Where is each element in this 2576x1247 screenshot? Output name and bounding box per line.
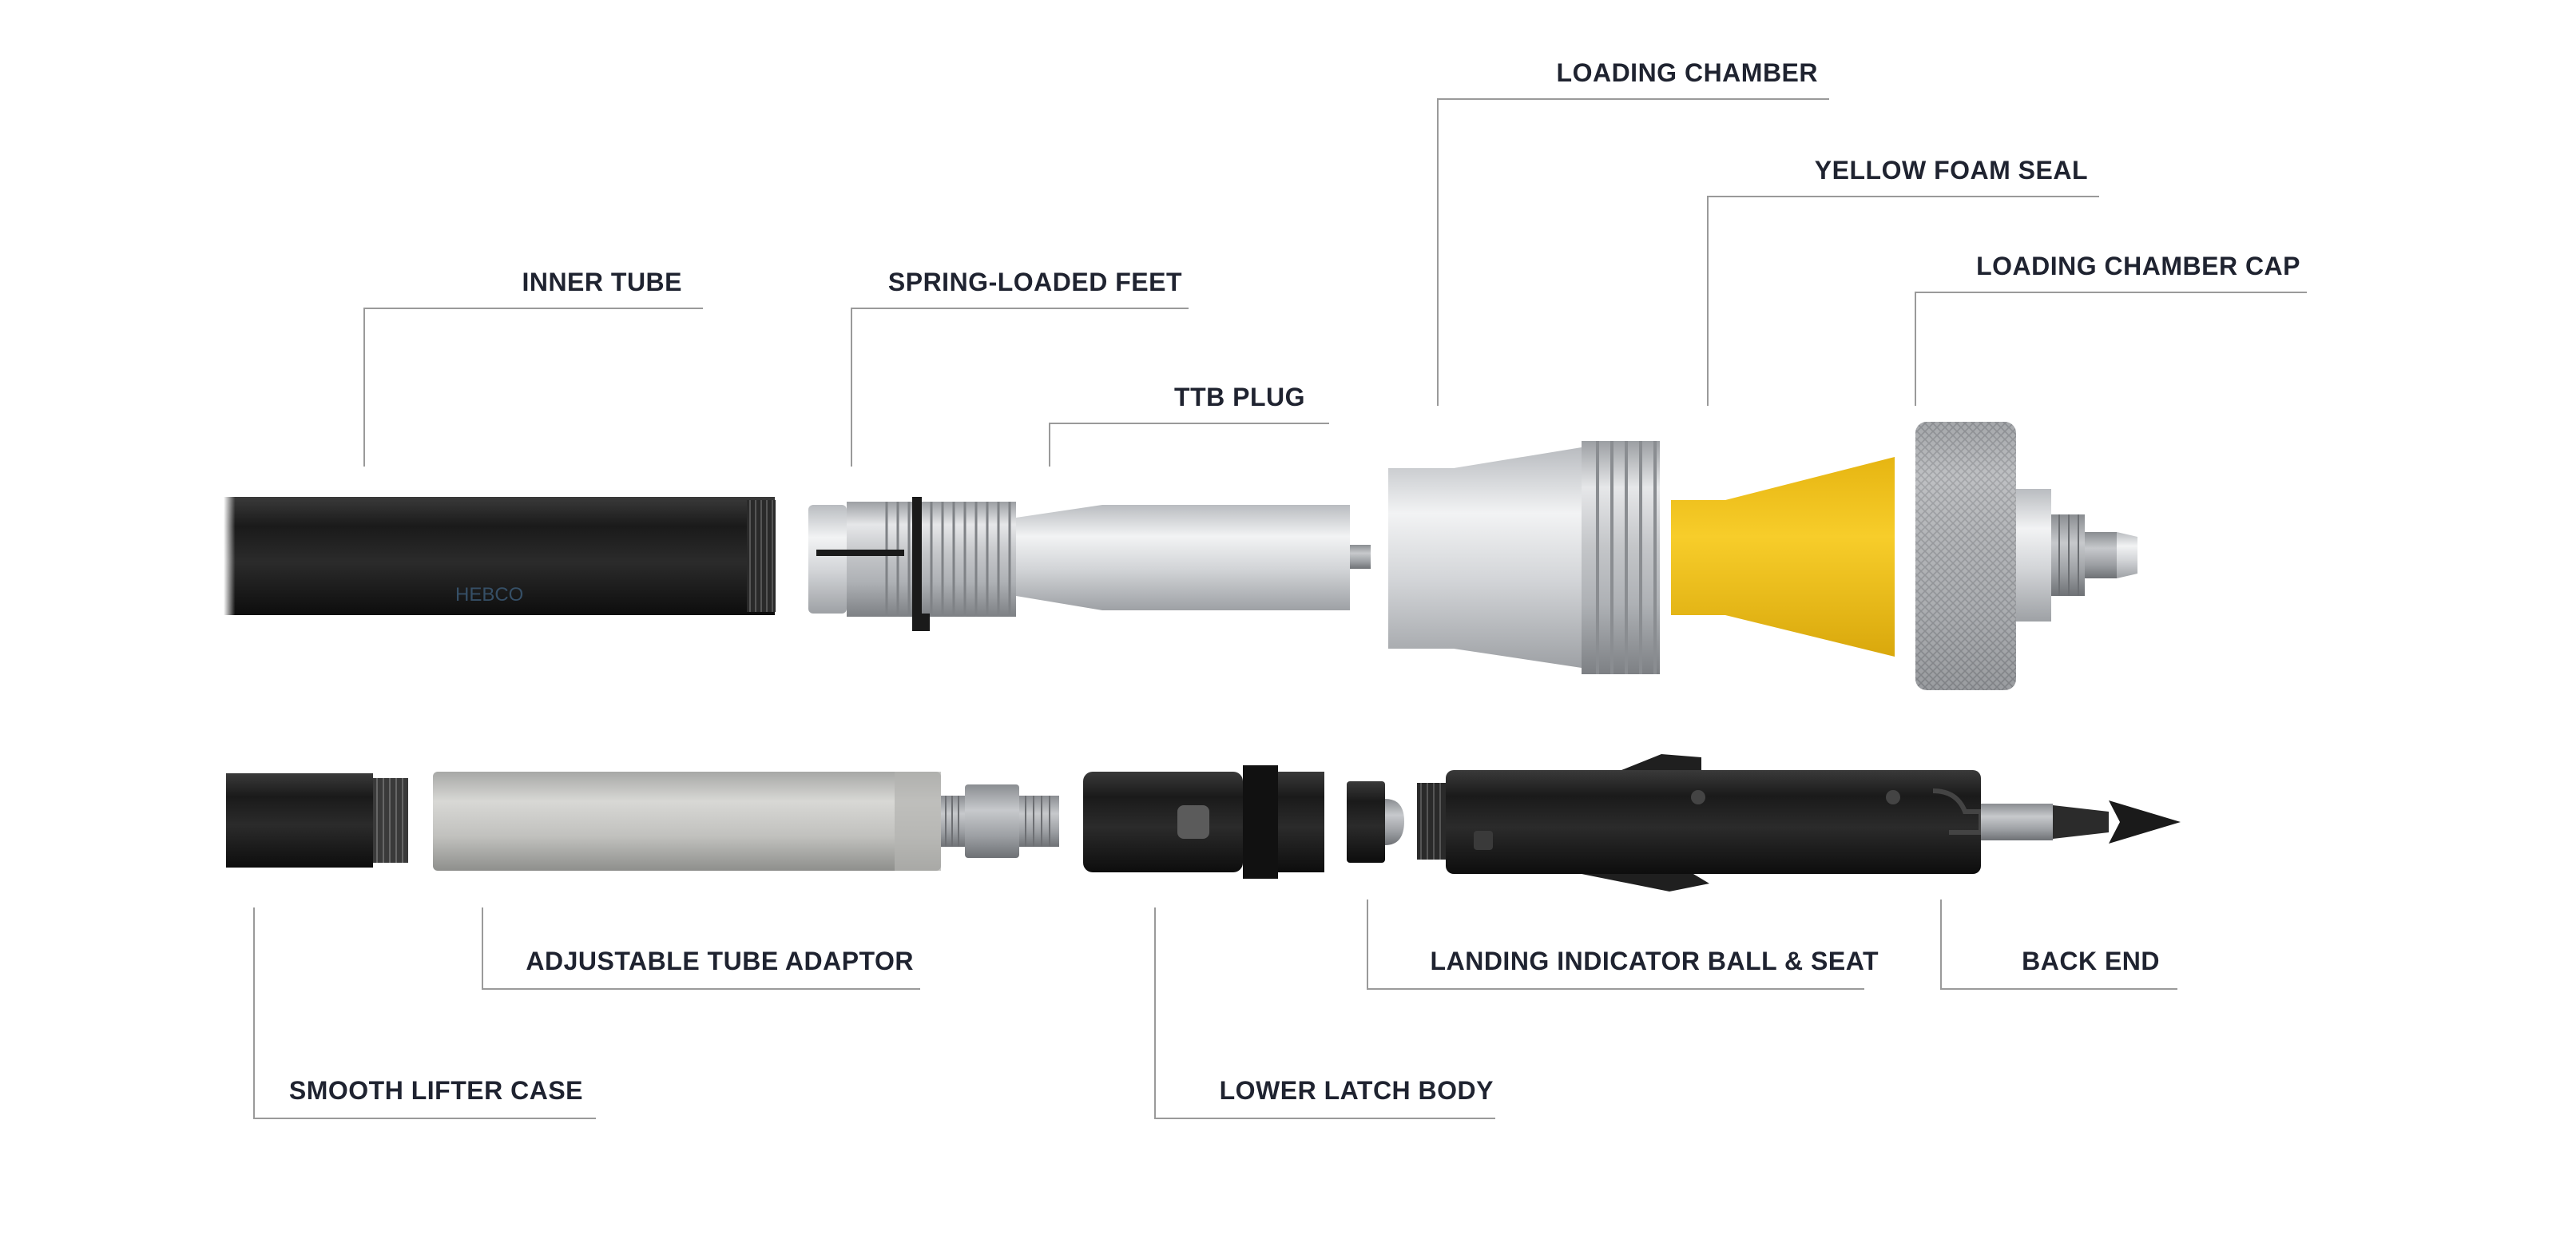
label-loading-chamber-cap: LOADING CHAMBER CAP bbox=[1976, 252, 2300, 280]
lower-latch-body-part bbox=[1083, 765, 1324, 879]
label-yellow-foam-seal: YELLOW FOAM SEAL bbox=[1815, 156, 2088, 185]
leader-lines bbox=[253, 98, 2307, 1119]
label-lower-latch-body: LOWER LATCH BODY bbox=[1220, 1076, 1494, 1105]
leader-lower-latch-body bbox=[1154, 907, 1495, 1119]
inner-tube-part: HEBCO bbox=[224, 497, 776, 615]
yellow-foam-seal-part bbox=[1671, 457, 1895, 657]
leader-adjustable-tube-adaptor bbox=[482, 907, 920, 990]
part-labels: INNER TUBE SPRING-LOADED FEET TTB PLUG L… bbox=[289, 58, 2300, 1105]
leader-back-end bbox=[1940, 900, 2177, 990]
label-ttb-plug: TTB PLUG bbox=[1174, 383, 1305, 411]
leader-loading-chamber bbox=[1437, 98, 1829, 406]
inner-tube-marking: HEBCO bbox=[455, 584, 523, 606]
smooth-lifter-case-part bbox=[226, 773, 408, 868]
leader-inner-tube bbox=[363, 308, 703, 467]
label-adjustable-tube-adaptor: ADJUSTABLE TUBE ADAPTOR bbox=[526, 947, 914, 975]
label-landing-indicator-ball-seat: LANDING INDICATOR BALL & SEAT bbox=[1431, 947, 1879, 975]
label-back-end: BACK END bbox=[2022, 947, 2160, 975]
leader-ttb-plug bbox=[1049, 423, 1329, 467]
adjustable-tube-adaptor-part bbox=[433, 772, 1059, 871]
back-end-part bbox=[1417, 754, 2181, 892]
inner-tube-thread bbox=[747, 500, 776, 612]
spring-loaded-feet-part bbox=[808, 497, 1016, 631]
landing-indicator-ball-seat-part bbox=[1347, 781, 1404, 863]
label-smooth-lifter-case: SMOOTH LIFTER CASE bbox=[289, 1076, 583, 1105]
loading-chamber-cap-part bbox=[1915, 422, 2137, 690]
leader-yellow-foam-seal bbox=[1707, 196, 2099, 406]
label-spring-loaded-feet: SPRING-LOADED FEET bbox=[888, 268, 1182, 296]
loading-chamber-part bbox=[1388, 441, 1660, 674]
label-loading-chamber: LOADING CHAMBER bbox=[1557, 58, 1818, 87]
leader-loading-chamber-cap bbox=[1915, 292, 2307, 406]
leader-smooth-lifter-case bbox=[253, 907, 596, 1119]
leader-spring-loaded-feet bbox=[851, 308, 1189, 467]
ttb-plug-part bbox=[1016, 505, 1371, 610]
leader-landing-indicator bbox=[1367, 900, 1864, 990]
label-inner-tube: INNER TUBE bbox=[522, 268, 682, 296]
